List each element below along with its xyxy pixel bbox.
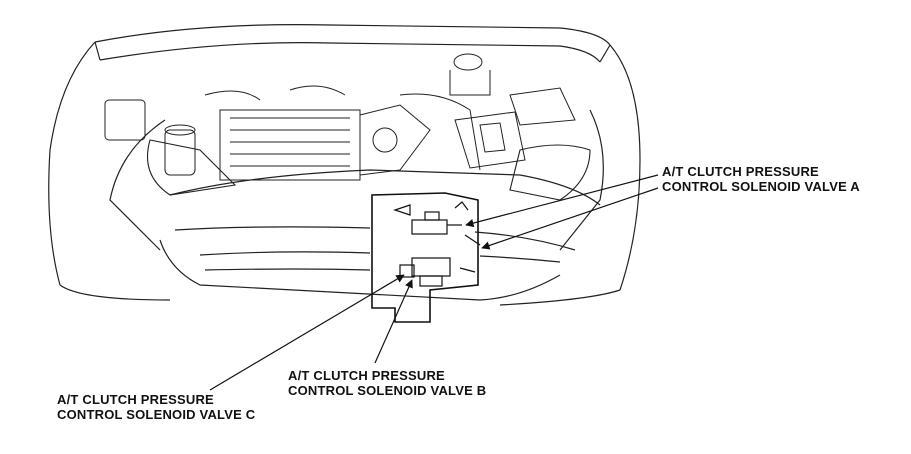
label-valve-b-line1: A/T CLUTCH PRESSURE xyxy=(288,368,445,383)
label-valve-c: A/T CLUTCH PRESSURE CONTROL SOLENOID VAL… xyxy=(57,392,255,422)
car-body-outline xyxy=(48,41,641,306)
fluid-reservoirs xyxy=(104,53,576,176)
label-valve-a-line2: CONTROL SOLENOID VALVE A xyxy=(662,179,860,194)
label-valve-c-line2: CONTROL SOLENOID VALVE C xyxy=(57,407,256,422)
arrow-valve-c xyxy=(209,274,405,391)
label-valve-c-line1: A/T CLUTCH PRESSURE xyxy=(57,392,214,407)
label-valve-b: A/T CLUTCH PRESSURE CONTROL SOLENOID VAL… xyxy=(288,368,486,398)
solenoid-valve-c xyxy=(393,201,481,278)
transmission-housing xyxy=(371,192,479,323)
arrow-valve-a xyxy=(465,174,659,228)
label-valve-a-line1: A/T CLUTCH PRESSURE xyxy=(662,164,819,179)
hood-outline xyxy=(94,24,611,63)
headlights xyxy=(146,139,591,201)
solenoid-valve-a xyxy=(411,211,462,235)
arrow-valve-b xyxy=(374,279,413,364)
front-bumper xyxy=(159,169,601,301)
leader-lines xyxy=(209,174,659,391)
solenoid-valve-b xyxy=(411,257,451,287)
label-valve-a: A/T CLUTCH PRESSURE CONTROL SOLENOID VAL… xyxy=(662,164,860,194)
label-valve-b-line2: CONTROL SOLENOID VALVE B xyxy=(288,383,487,398)
engine-block xyxy=(204,85,526,181)
arrow-valve-a-secondary xyxy=(481,187,659,250)
